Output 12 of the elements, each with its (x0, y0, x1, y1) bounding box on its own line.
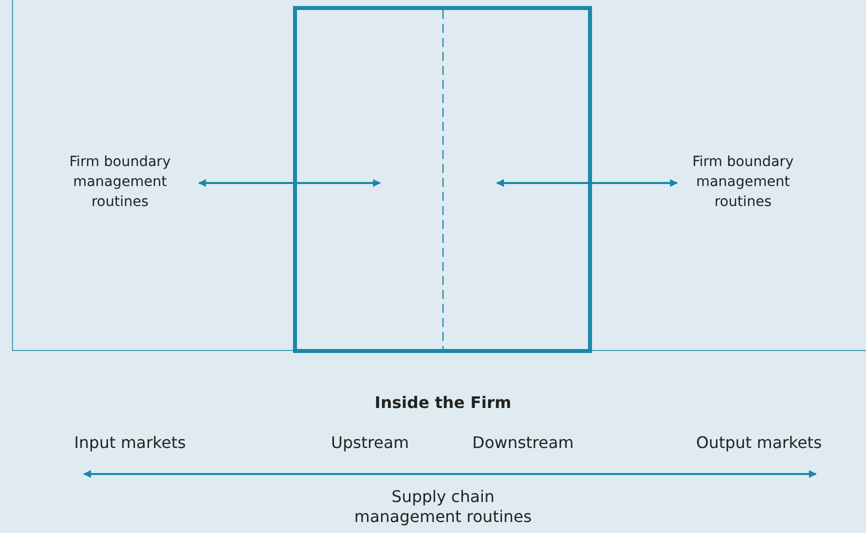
stage-label: Upstream (330, 433, 410, 453)
section-heading: Inside the Firm (374, 393, 512, 413)
routine-label: Firm boundary management routines (678, 152, 808, 214)
double-arrow (496, 179, 678, 187)
edge-label: Supply chain management routines (353, 487, 533, 527)
stage-label: Downstream (471, 433, 575, 453)
market-label: Input markets (70, 433, 190, 457)
panel-background (12, 0, 866, 351)
double-arrow (198, 179, 381, 187)
double-arrow (83, 470, 817, 478)
routine-label: Firm boundary management routines (55, 152, 185, 214)
market-label: Output markets (692, 433, 826, 457)
